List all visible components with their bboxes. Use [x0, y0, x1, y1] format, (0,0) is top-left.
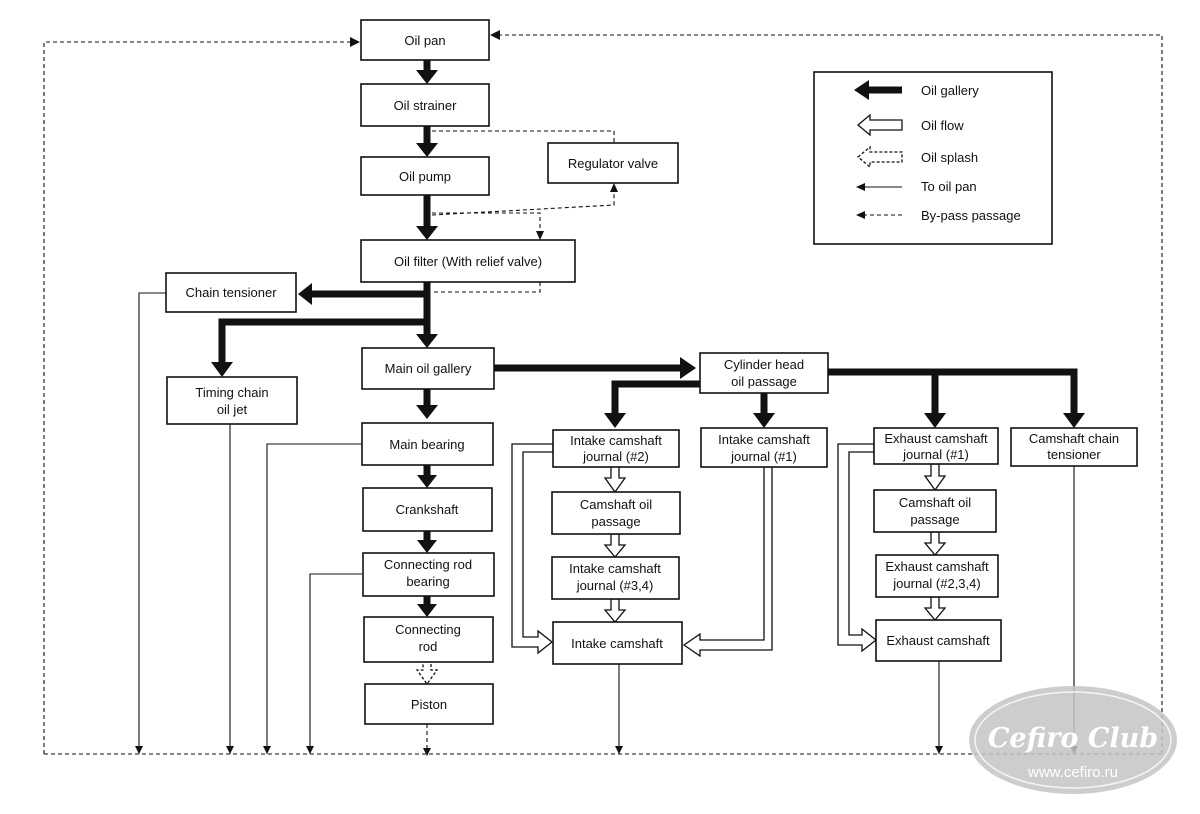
intake-journal-2-box: Intake camshaft journal (#2) — [552, 429, 680, 468]
chain-tensioner-label: Chain tensioner — [185, 285, 277, 300]
conrod-bearing-label-2: bearing — [406, 574, 449, 589]
regulator-bypass — [431, 130, 618, 293]
cylinder-head-passage-box: Cylinder head oil passage — [699, 352, 829, 394]
cam-chain-tensioner-label-1: Camshaft chain — [1029, 431, 1119, 446]
oil-pan-label: Oil pan — [404, 33, 445, 48]
exhaust-journal-1-box: Exhaust camshaft journal (#1) — [873, 427, 999, 465]
exhaust-cam-passage-label-2: passage — [910, 512, 959, 527]
legend-bypass: By-pass passage — [856, 208, 1021, 223]
oil-flow-arrow-icon — [856, 113, 903, 137]
oil-strainer-box: Oil strainer — [360, 83, 490, 127]
main-oil-gallery-box: Main oil gallery — [361, 347, 495, 390]
intake-cam-passage-label-2: passage — [591, 514, 640, 529]
legend-oil-flow: Oil flow — [856, 113, 964, 137]
oil-pump-box: Oil pump — [360, 156, 490, 196]
intake-cam-passage-box: Camshaft oil passage — [551, 491, 681, 535]
legend: Oil gallery Oil flow Oil splash To oil p… — [813, 71, 1053, 245]
exhaust-journal-234-label-1: Exhaust camshaft — [885, 559, 989, 574]
crankshaft-box: Crankshaft — [362, 487, 493, 532]
intake-journal-34-label-2: journal (#3,4) — [576, 578, 654, 593]
legend-oil-splash-label: Oil splash — [921, 150, 978, 165]
conrod-label-2: rod — [419, 639, 438, 654]
intake-journal-1-label-1: Intake camshaft — [718, 432, 810, 447]
intake-camshaft-box: Intake camshaft — [552, 621, 683, 665]
legend-oil-gallery-label: Oil gallery — [921, 83, 979, 98]
camshaft-chain-tensioner-box: Camshaft chain tensioner — [1010, 427, 1138, 467]
exhaust-journal-234-label-2: journal (#2,3,4) — [892, 576, 980, 591]
legend-bypass-label: By-pass passage — [921, 208, 1021, 223]
intake-journal-34-label-1: Intake camshaft — [569, 561, 661, 576]
intake-journal-2-label-1: Intake camshaft — [570, 433, 662, 448]
exhaust-journal-1-label-2: journal (#1) — [902, 447, 969, 462]
oil-gallery-arrow-icon — [854, 80, 869, 100]
legend-oil-flow-label: Oil flow — [921, 118, 964, 133]
conrod-label-1: Connecting — [395, 622, 461, 637]
main-bearing-box: Main bearing — [361, 422, 494, 466]
intake-cam-passage-label-1: Camshaft oil — [580, 497, 652, 512]
legend-to-oil-pan: To oil pan — [856, 179, 977, 194]
exhaust-camshaft-label: Exhaust camshaft — [886, 633, 990, 648]
cylinder-head-label-2: oil passage — [731, 374, 797, 389]
cam-chain-tensioner-label-2: tensioner — [1047, 447, 1101, 462]
connecting-rod-box: Connecting rod — [363, 616, 494, 663]
regulator-valve-box: Regulator valve — [547, 142, 679, 184]
exhaust-cam-passage-box: Camshaft oil passage — [873, 489, 997, 533]
main-bearing-label: Main bearing — [389, 437, 464, 452]
oil-filter-box: Oil filter (With relief valve) — [360, 239, 576, 283]
conrod-bearing-label-1: Connecting rod — [384, 557, 472, 572]
oil-pan-box: Oil pan — [360, 19, 490, 61]
legend-oil-splash: Oil splash — [856, 145, 978, 169]
piston-box: Piston — [364, 683, 494, 725]
main-oil-gallery-label: Main oil gallery — [385, 361, 472, 376]
oil-splash-arrow-icon — [856, 145, 903, 169]
oil-pump-label: Oil pump — [399, 169, 451, 184]
timing-chain-jet-label-2: oil jet — [217, 402, 248, 417]
legend-oil-gallery: Oil gallery — [854, 80, 979, 100]
intake-journal-34-box: Intake camshaft journal (#3,4) — [551, 556, 680, 600]
watermark-url: www.cefiro.ru — [1027, 764, 1118, 781]
exhaust-camshaft-box: Exhaust camshaft — [875, 619, 1002, 662]
intake-journal-1-label-2: journal (#1) — [730, 449, 797, 464]
exhaust-cam-passage-label-1: Camshaft oil — [899, 495, 971, 510]
intake-journal-1-box: Intake camshaft journal (#1) — [700, 427, 828, 468]
oil-filter-label: Oil filter (With relief valve) — [394, 254, 542, 269]
exhaust-journal-234-box: Exhaust camshaft journal (#2,3,4) — [875, 554, 999, 598]
chain-tensioner-box: Chain tensioner — [165, 272, 297, 313]
legend-to-oil-pan-label: To oil pan — [921, 179, 977, 194]
cylinder-head-label-1: Cylinder head — [724, 357, 804, 372]
watermark-brand: Cefiro Club — [988, 723, 1158, 754]
exhaust-journal-1-label-1: Exhaust camshaft — [884, 431, 988, 446]
piston-label: Piston — [411, 697, 447, 712]
crankshaft-label: Crankshaft — [396, 502, 459, 517]
connecting-rod-bearing-box: Connecting rod bearing — [362, 552, 495, 597]
oil-strainer-label: Oil strainer — [394, 98, 458, 113]
timing-chain-jet-label-1: Timing chain — [195, 385, 268, 400]
cefiro-club-watermark: Cefiro Club www.cefiro.ru — [969, 686, 1177, 794]
intake-camshaft-label: Intake camshaft — [571, 636, 663, 651]
regulator-valve-label: Regulator valve — [568, 156, 658, 171]
intake-journal-2-label-2: journal (#2) — [582, 449, 649, 464]
timing-chain-jet-box: Timing chain oil jet — [166, 376, 298, 425]
